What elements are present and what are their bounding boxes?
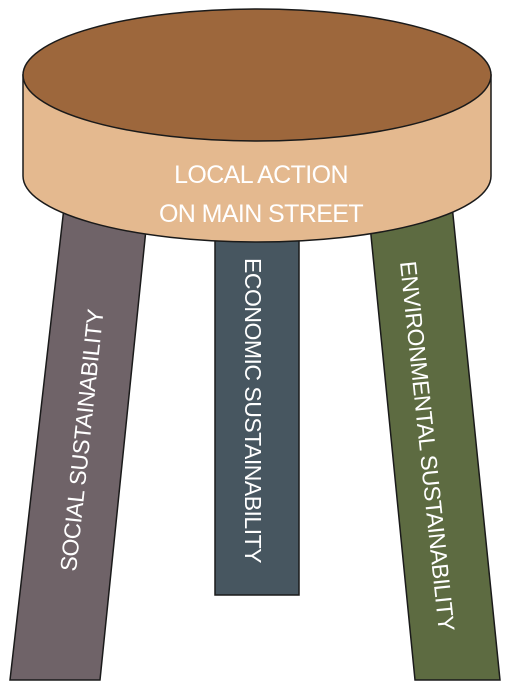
leg-social: SOCIAL SUSTAINABILITY [9, 189, 151, 681]
seat-label-line2: ON MAIN STREET [159, 200, 363, 228]
seat-label-line1: LOCAL ACTION [174, 161, 348, 189]
leg-economic: ECONOMIC SUSTAINABILITY [214, 204, 300, 596]
leg-environmental: ENVIRONMENTAL SUSTAINABILITY [367, 204, 501, 681]
leg-economic-shape [214, 204, 300, 596]
leg-economic-label: ECONOMIC SUSTAINABILITY [240, 258, 266, 563]
seat-top [22, 8, 492, 142]
stool-seat: LOCAL ACTION ON MAIN STREET [22, 8, 492, 243]
